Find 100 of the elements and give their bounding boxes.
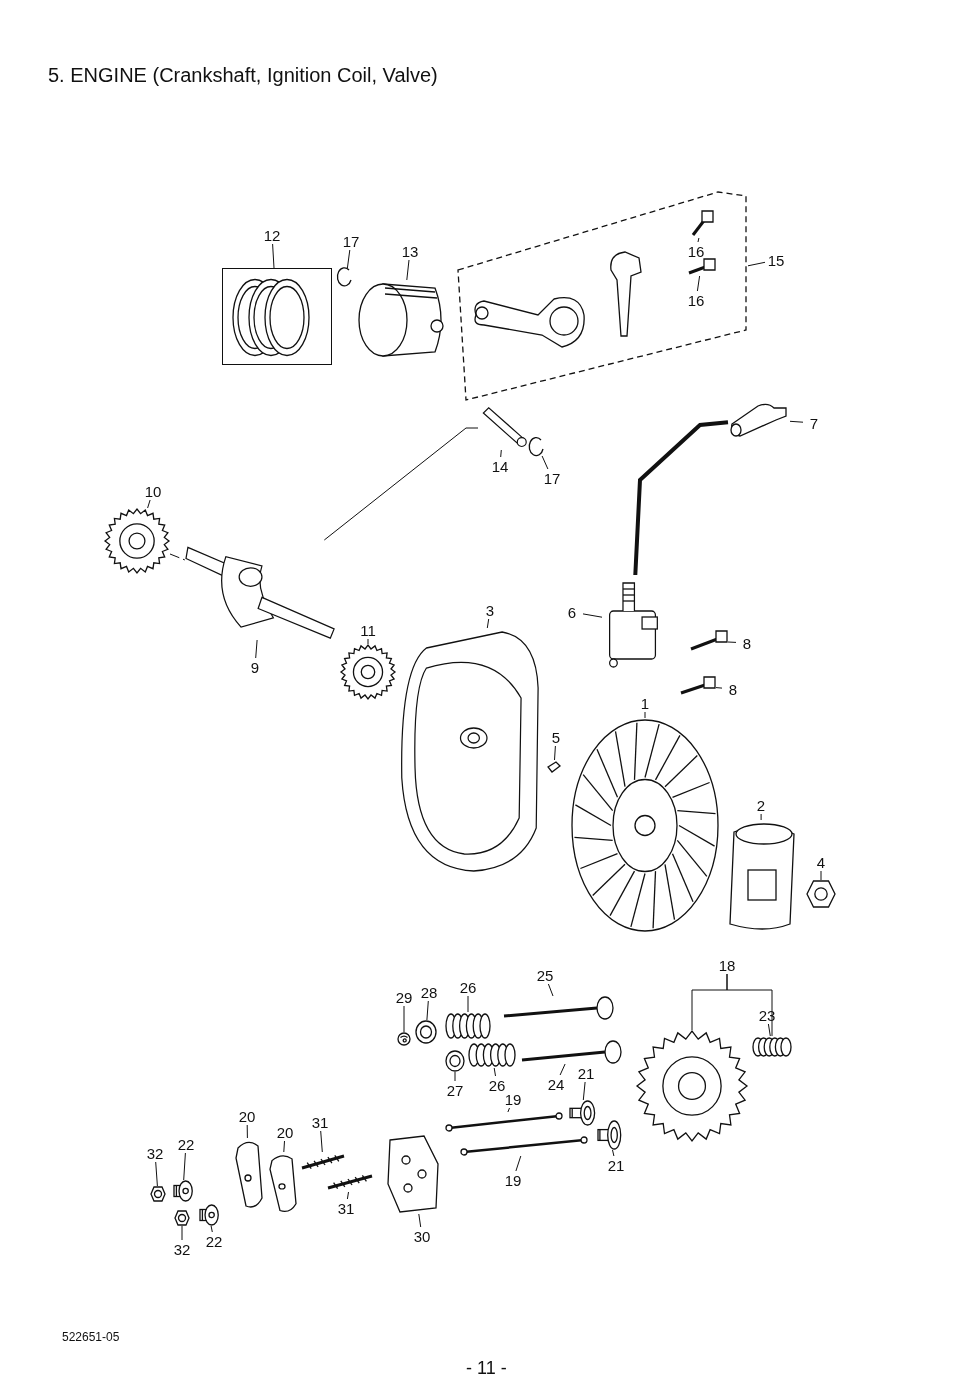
callout-number: 28 <box>418 983 440 1001</box>
leader-line <box>367 638 369 645</box>
leader-line <box>426 1000 429 1021</box>
circlip-drawing <box>530 438 546 456</box>
leader-line <box>500 449 502 458</box>
spring-drawing <box>752 1036 792 1058</box>
callout-number: 17 <box>340 232 362 250</box>
callout-number: 12 <box>261 226 283 244</box>
callout-number: 32 <box>144 1144 166 1162</box>
leader-line <box>582 613 603 618</box>
leader-line <box>346 249 351 269</box>
callout-number: 9 <box>244 658 266 676</box>
bolt-drawing <box>688 630 728 652</box>
callout-number: 3 <box>479 601 501 619</box>
callout-number: 21 <box>605 1156 627 1174</box>
callout-number: 7 <box>803 414 825 432</box>
leader-line <box>181 1225 183 1241</box>
leader-line <box>767 1023 771 1037</box>
callout-number: 4 <box>810 853 832 871</box>
leader-line <box>696 275 701 292</box>
callout-number: 15 <box>765 251 787 269</box>
circlip-drawing <box>338 268 354 288</box>
gear-drawing <box>104 508 170 574</box>
callout-number: 6 <box>561 603 583 621</box>
rocker-arm-drawing <box>266 1152 298 1214</box>
leader-line <box>541 455 549 470</box>
leader-line <box>467 995 469 1013</box>
callout-number: 21 <box>575 1064 597 1082</box>
nut-drawing <box>806 880 836 908</box>
callout-number: 17 <box>541 469 563 487</box>
leader-line <box>493 1067 496 1077</box>
bolt-drawing <box>678 676 716 696</box>
callout-number: 19 <box>502 1171 524 1189</box>
leader-line <box>147 499 151 509</box>
stud-bolt-drawing <box>326 1172 374 1192</box>
pivot-drawing <box>198 1204 220 1226</box>
nut-drawing <box>174 1210 190 1226</box>
spring-retainer-drawing <box>445 1050 465 1072</box>
callout-number: 5 <box>545 728 567 746</box>
leader-line <box>272 243 275 269</box>
leader-line <box>403 1005 405 1033</box>
callout-number: 22 <box>175 1135 197 1153</box>
leader-line <box>320 1130 323 1153</box>
callout-number: 11 <box>357 621 379 639</box>
push-rod-drawing <box>445 1112 563 1132</box>
assembly-line <box>323 427 479 541</box>
leader-line <box>210 1225 213 1233</box>
callout-number: 8 <box>736 634 758 652</box>
leader-line <box>760 813 762 821</box>
callout-number: 32 <box>171 1240 193 1258</box>
gear-drawing <box>340 644 396 700</box>
leader-line <box>820 870 822 881</box>
leader-line <box>697 237 700 243</box>
spring-retainer-drawing <box>415 1020 437 1044</box>
leader-line <box>283 1140 285 1153</box>
leader-line <box>155 1161 158 1187</box>
callout-number: 22 <box>203 1232 225 1250</box>
leader-line <box>515 1155 522 1172</box>
leader-line <box>454 1071 456 1082</box>
guide-plate-drawing <box>384 1134 442 1214</box>
nut-drawing <box>150 1186 166 1202</box>
leader-line <box>418 1213 422 1228</box>
leader-line <box>747 261 766 267</box>
crankcase-cover-drawing <box>398 628 540 873</box>
piston-ring-set-box <box>222 268 332 365</box>
callout-number: 16 <box>685 242 707 260</box>
leader-line <box>406 259 410 281</box>
leader-line <box>612 1149 615 1157</box>
callout-number: 26 <box>457 978 479 996</box>
callout-number: 31 <box>309 1113 331 1131</box>
leader-line <box>507 1107 510 1113</box>
push-rod-drawing <box>460 1136 588 1156</box>
bolt-drawing <box>686 258 716 276</box>
leader-line <box>789 420 804 423</box>
callout-number: 31 <box>335 1199 357 1217</box>
callout-number: 24 <box>545 1075 567 1093</box>
leader-line <box>183 1152 186 1181</box>
tappet-drawing <box>596 1120 622 1150</box>
callout-number: 8 <box>722 680 744 698</box>
callout-number: 1 <box>634 694 656 712</box>
camshaft-gear-drawing <box>636 1030 748 1142</box>
callout-number: 20 <box>274 1123 296 1141</box>
ignition-wire <box>633 420 729 576</box>
leader-line <box>559 1063 566 1076</box>
callout-number: 18 <box>716 956 738 974</box>
leader-line <box>582 1081 586 1101</box>
callout-number: 30 <box>411 1227 433 1245</box>
leader-line <box>346 1191 349 1200</box>
leader-line <box>547 983 554 997</box>
flywheel-drawing <box>570 718 720 933</box>
callout-number: 27 <box>444 1081 466 1099</box>
leader-line <box>486 618 490 629</box>
tappet-drawing <box>568 1100 596 1126</box>
leader-line <box>644 711 646 719</box>
callout-number: 14 <box>489 457 511 475</box>
bolt-drawing <box>690 210 714 238</box>
callout-number: 2 <box>750 796 772 814</box>
callout-number: 10 <box>142 482 164 500</box>
callout-number: 20 <box>236 1107 258 1125</box>
document-code: 522651-05 <box>62 1330 120 1344</box>
